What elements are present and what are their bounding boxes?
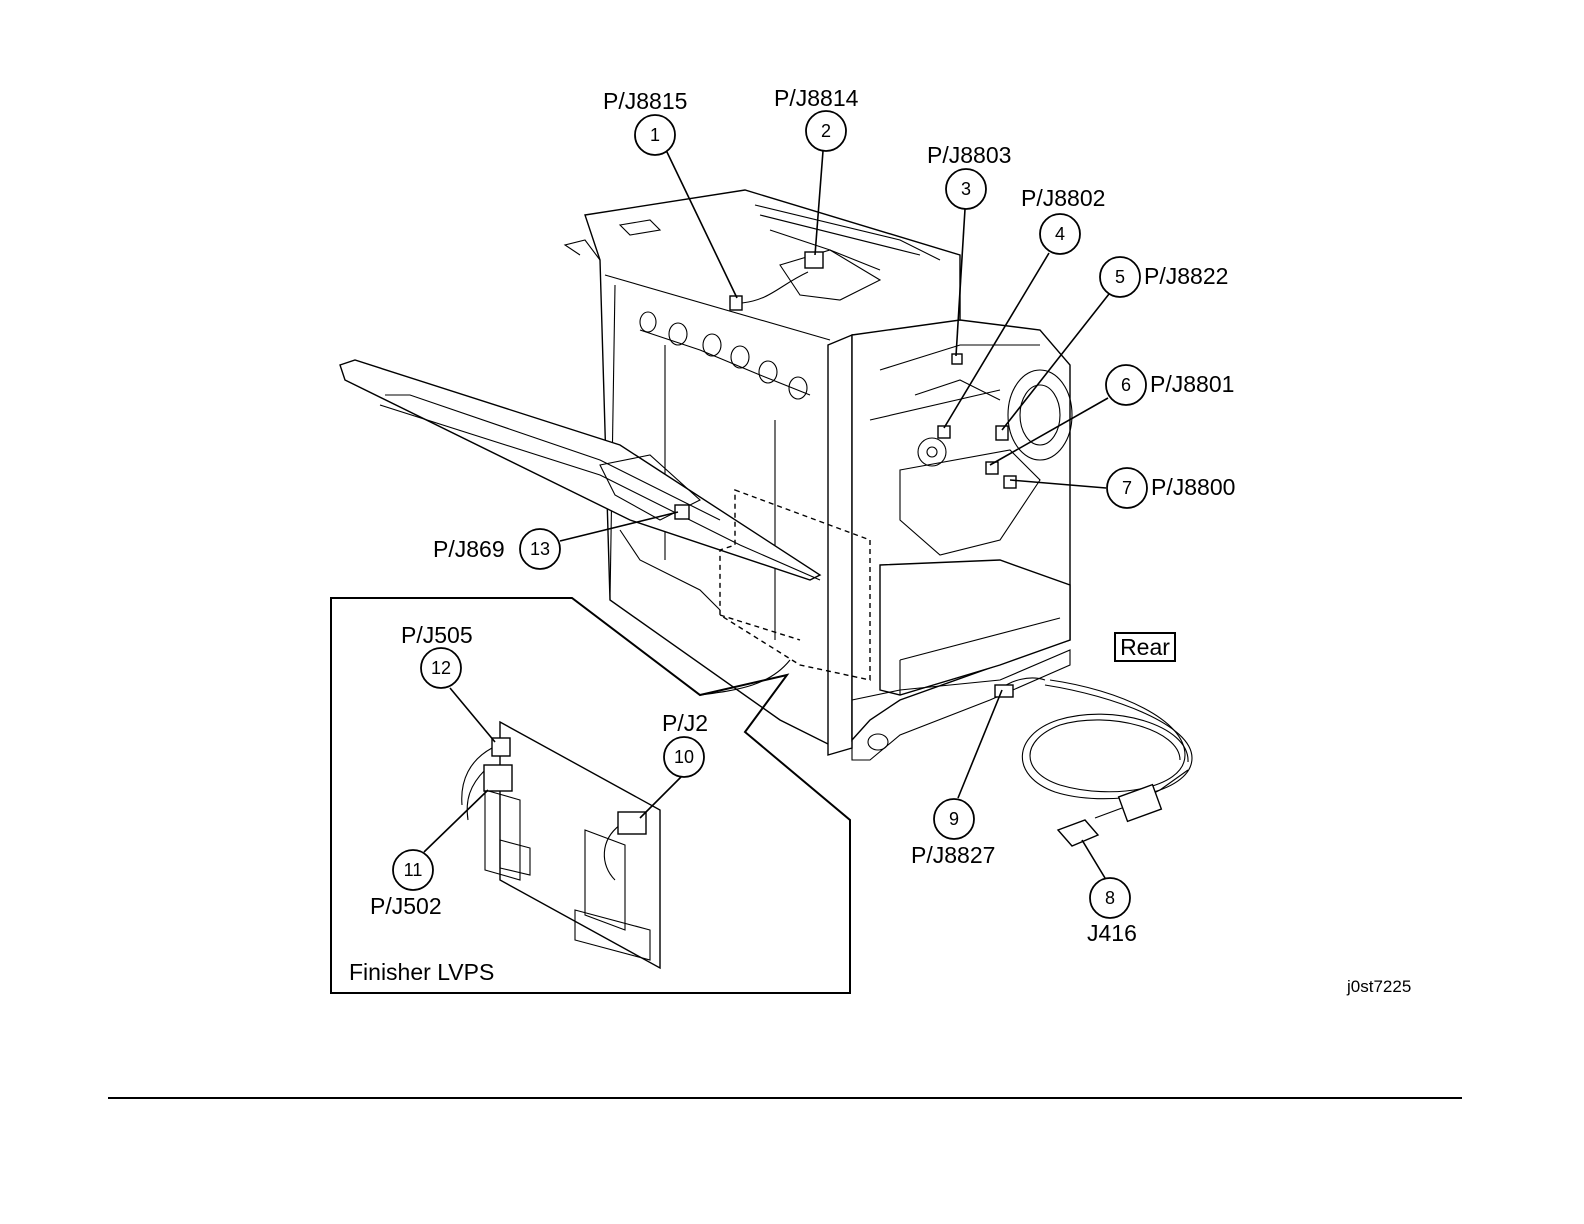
callout-2: 2 P/J8814 <box>774 85 859 151</box>
callout-10: 10 P/J2 <box>662 710 708 777</box>
callout-5: 5 P/J8822 <box>1100 257 1228 297</box>
callout-number: 6 <box>1121 375 1131 395</box>
lvps-board <box>462 722 660 968</box>
callout-label: P/J8802 <box>1021 185 1105 211</box>
callout-12: 12 P/J505 <box>401 622 473 688</box>
callout-number: 7 <box>1122 478 1132 498</box>
callout-label: P/J505 <box>401 622 473 648</box>
callout-13: 13 P/J869 <box>433 529 560 569</box>
callout-number: 12 <box>431 658 451 678</box>
callout-label: P/J8815 <box>603 88 687 114</box>
callout-6: 6 P/J8801 <box>1106 365 1234 405</box>
callout-number: 9 <box>949 809 959 829</box>
callout-label: P/J502 <box>370 893 442 919</box>
rear-label-text: Rear <box>1120 634 1170 660</box>
callout-label: P/J2 <box>662 710 708 736</box>
callout-number: 8 <box>1105 888 1115 908</box>
callout-label: P/J8822 <box>1144 263 1228 289</box>
callout-8: 8 J416 <box>1087 878 1137 946</box>
rear-label: Rear <box>1115 633 1175 661</box>
inset-title: Finisher LVPS <box>349 959 494 985</box>
callout-number: 3 <box>961 179 971 199</box>
callout-11: 11 P/J502 <box>370 850 442 919</box>
finisher-machine-illustration <box>340 190 1192 846</box>
callout-label: P/J8814 <box>774 85 859 111</box>
callout-label: P/J8803 <box>927 142 1011 168</box>
callout-number: 10 <box>674 747 694 767</box>
callout-number: 11 <box>404 860 423 880</box>
callout-number: 13 <box>530 539 550 559</box>
callout-9: 9 P/J8827 <box>911 799 995 868</box>
callout-number: 5 <box>1115 267 1125 287</box>
callout-number: 1 <box>650 125 660 145</box>
figure-id: j0st7225 <box>1346 977 1411 996</box>
callout-number: 2 <box>821 121 831 141</box>
callout-label: P/J8800 <box>1151 474 1235 500</box>
callout-7: 7 P/J8800 <box>1107 468 1235 508</box>
callout-number: 4 <box>1055 224 1065 244</box>
power-cord <box>1022 680 1192 846</box>
callout-label: P/J869 <box>433 536 505 562</box>
callout-label: J416 <box>1087 920 1137 946</box>
callout-3: 3 P/J8803 <box>927 142 1011 209</box>
callout-4: 4 P/J8802 <box>1021 185 1105 254</box>
callout-1: 1 P/J8815 <box>603 88 687 155</box>
callout-label: P/J8827 <box>911 842 995 868</box>
callout-label: P/J8801 <box>1150 371 1234 397</box>
